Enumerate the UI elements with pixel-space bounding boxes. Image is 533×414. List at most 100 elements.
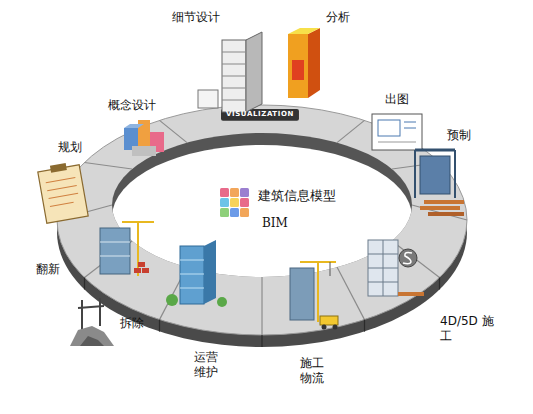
ring-side-separator-part <box>261 335 262 347</box>
stage-label: 细节设计 <box>172 10 220 25</box>
ring-separator-part <box>261 277 262 335</box>
planning-clipboard-part <box>46 178 76 183</box>
ring-separator-part <box>412 205 467 220</box>
band-label: VISUALIZATION <box>226 110 294 120</box>
analysis-building <box>288 28 320 98</box>
stage-label: 施工 物流 <box>300 356 330 386</box>
logistics-site-part <box>317 262 319 322</box>
stage-label: 规划 <box>58 140 82 155</box>
construction-4d5d-building-part <box>399 249 417 267</box>
stage-label: 运营 维护 <box>194 350 224 380</box>
ring-separator-part <box>85 163 133 170</box>
renovation-building-part <box>100 256 130 257</box>
logistics-site <box>290 262 338 330</box>
detail-design-tower-part <box>222 64 246 65</box>
renovation-building-part <box>100 228 130 274</box>
demolition-rubble-part <box>78 306 104 308</box>
drawing-sheet-part <box>404 122 416 123</box>
construction-4d5d-building-part <box>383 240 384 296</box>
detail-design-tower-part <box>246 32 262 112</box>
detail-design-tower-part <box>222 100 246 101</box>
ring-separator-part <box>337 267 365 320</box>
prefabrication-machine <box>415 150 464 216</box>
bim-logo-part <box>220 208 229 217</box>
concept-design-model-part <box>132 146 156 156</box>
analysis-building-part <box>308 28 320 98</box>
construction-4d5d-building <box>368 240 424 296</box>
planning-clipboard-part <box>49 193 79 198</box>
visualization-band-part <box>221 109 299 121</box>
renovation-building-part <box>142 268 149 273</box>
ring-side-separator-part <box>439 278 440 290</box>
stage-label: 分析 <box>326 10 350 25</box>
operations-building-part <box>180 246 204 304</box>
drawing-sheet-part <box>404 128 416 129</box>
concept-design-model-part <box>124 124 144 128</box>
concept-design-model <box>124 120 164 156</box>
drawing-sheet-part <box>378 120 400 136</box>
stage-label: 拆除 <box>120 316 144 331</box>
stage-label: 预制 <box>447 128 471 143</box>
analysis-building-part <box>288 34 308 98</box>
lifecycle-ring-part <box>112 145 412 289</box>
drawing-sheet-part <box>372 114 422 150</box>
bim-logo-part <box>240 198 249 207</box>
lifecycle-ring-part <box>57 105 467 335</box>
drawing-sheet <box>372 114 422 150</box>
demolition-rubble-part <box>81 300 83 330</box>
visualization-band <box>221 109 299 121</box>
detail-design-tower-part <box>198 90 218 108</box>
prefabrication-machine-part <box>454 150 456 198</box>
center-title: BIM <box>262 216 288 231</box>
prefabrication-machine-part <box>420 156 450 194</box>
planning-clipboard-part <box>50 202 74 206</box>
demolition-rubble-part <box>80 336 104 346</box>
planning-clipboard-part <box>47 185 77 190</box>
bim-logo-part <box>230 198 239 207</box>
logistics-site-part <box>322 325 327 330</box>
drawing-sheet-part <box>378 142 416 143</box>
logistics-site-part <box>290 268 314 320</box>
ring-side-separator-part <box>159 320 160 332</box>
analysis-building-part <box>292 60 304 80</box>
prefabrication-machine-part <box>420 206 460 210</box>
operations-building <box>166 240 227 307</box>
operations-building-part <box>166 294 178 306</box>
renovation-building-part <box>137 222 139 276</box>
operations-building-part <box>204 240 216 304</box>
detail-design-tower-part <box>222 76 246 77</box>
logistics-site-part <box>333 325 338 330</box>
renovation-building <box>100 222 154 276</box>
renovation-building-part <box>134 268 141 273</box>
detail-design-tower <box>198 32 262 112</box>
planning-clipboard-part <box>50 163 67 173</box>
stage-label: 翻新 <box>36 262 60 277</box>
bim-logo-part <box>230 188 239 197</box>
bim-logo-part <box>220 188 229 197</box>
demolition-rubble-part <box>70 326 114 346</box>
ring-separator-part <box>392 241 440 278</box>
planning-clipboard-part <box>38 165 88 224</box>
stage-label: 概念设计 <box>108 98 156 113</box>
renovation-building-part <box>100 242 130 243</box>
prefabrication-machine-part <box>414 150 416 198</box>
demolition-rubble-part <box>99 298 101 326</box>
ring-side-separator-part <box>84 278 85 290</box>
ring-separator <box>57 120 467 335</box>
ring-side-separator-part <box>364 320 365 332</box>
construction-4d5d-building-part <box>368 240 398 296</box>
prefabrication-machine-part <box>415 149 455 152</box>
bim-logo-part <box>230 208 239 217</box>
analysis-building-part <box>288 28 320 34</box>
lifecycle-ring-part <box>112 145 412 289</box>
renovation-building-part <box>138 262 145 267</box>
prefabrication-machine-part <box>424 200 464 204</box>
stage-label: 4D/5D 施工 <box>440 314 498 344</box>
operations-building-part <box>180 288 204 289</box>
prefabrication-machine-part <box>428 212 464 216</box>
operations-building-part <box>180 260 204 261</box>
logistics-site-part <box>330 262 331 276</box>
construction-4d5d-building-part <box>398 292 424 296</box>
